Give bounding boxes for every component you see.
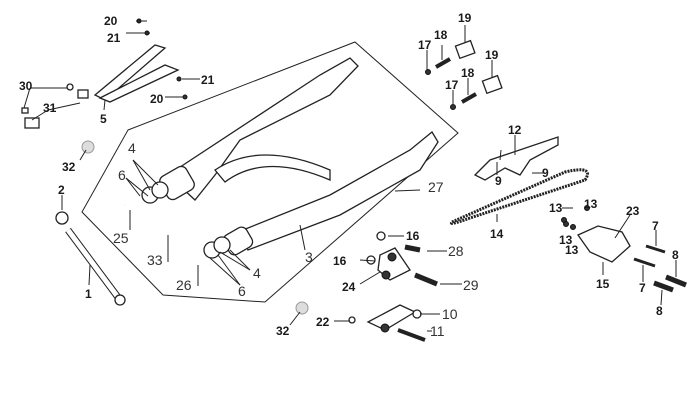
callout-1: 1	[85, 287, 92, 301]
bracket	[93, 44, 180, 103]
callout-17: 17	[418, 38, 432, 52]
callout-32: 32	[62, 160, 76, 174]
callout-13: 13	[549, 201, 563, 215]
callout-6: 6	[118, 167, 126, 183]
callout-16: 16	[333, 254, 347, 268]
callout-19: 19	[485, 48, 499, 62]
leader-lines	[23, 20, 677, 332]
adjuster-parts	[425, 39, 503, 110]
callout-7: 7	[639, 281, 646, 295]
callout-6: 6	[238, 283, 246, 299]
callout-14: 14	[490, 227, 504, 241]
callout-13: 13	[565, 243, 579, 257]
callout-4: 4	[253, 265, 261, 281]
callout-8: 8	[656, 304, 663, 318]
callout-labels: 20 21 5 21 20 30 31 32 2 1 4 6 25 33 26 …	[19, 11, 679, 339]
callout-9: 9	[542, 166, 549, 180]
swingarm	[166, 57, 439, 251]
callout-31: 31	[43, 101, 57, 115]
callout-3: 3	[305, 249, 313, 265]
callout-2: 2	[58, 183, 65, 197]
callout-28: 28	[448, 243, 464, 259]
callout-16: 16	[406, 229, 420, 243]
pivot-bolt	[55, 211, 126, 306]
washer	[81, 140, 95, 154]
chain-guard	[473, 136, 559, 181]
chain	[449, 168, 589, 225]
callout-21: 21	[201, 73, 215, 87]
sensor-parts	[21, 83, 89, 129]
callout-18: 18	[434, 28, 448, 42]
callout-30: 30	[19, 79, 33, 93]
callout-25: 25	[113, 230, 129, 246]
chain-slider	[577, 225, 631, 263]
callout-20: 20	[150, 92, 164, 106]
callout-11: 11	[430, 323, 445, 339]
callout-29: 29	[463, 277, 479, 293]
callout-26: 26	[176, 277, 192, 293]
swingarm-assembly-outline	[81, 41, 459, 303]
washer	[295, 301, 309, 315]
callout-9: 9	[495, 174, 502, 188]
callout-23: 23	[626, 204, 640, 218]
callout-13: 13	[584, 197, 598, 211]
callout-21: 21	[107, 31, 121, 45]
callout-5: 5	[100, 112, 107, 126]
linkage	[348, 231, 438, 342]
callout-33: 33	[147, 252, 163, 268]
callout-12: 12	[508, 123, 522, 137]
callout-17: 17	[445, 78, 459, 92]
callout-13: 13	[559, 233, 573, 247]
callout-20: 20	[104, 14, 118, 28]
callout-10: 10	[442, 306, 458, 322]
callout-24: 24	[342, 280, 356, 294]
callout-32: 32	[276, 324, 290, 338]
callout-7: 7	[652, 219, 659, 233]
callout-8: 8	[672, 248, 679, 262]
callout-18: 18	[461, 66, 475, 80]
callout-19: 19	[458, 11, 472, 25]
callout-4: 4	[128, 140, 136, 156]
callout-15: 15	[596, 277, 610, 291]
callout-27: 27	[428, 179, 444, 195]
bolts-7-8	[633, 244, 687, 293]
callout-22: 22	[316, 315, 330, 329]
